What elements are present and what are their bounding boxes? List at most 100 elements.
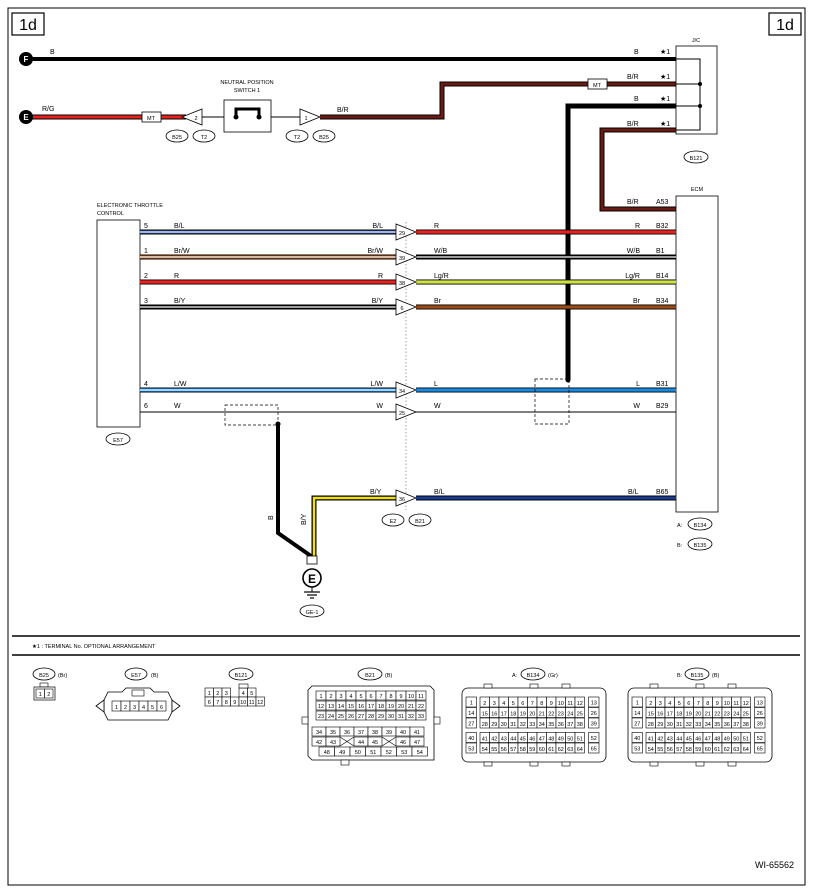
- pin-number: 62: [724, 747, 730, 753]
- b134-view-color: (Gr): [548, 673, 558, 679]
- pin-cell: [411, 746, 428, 757]
- pin-number: 28: [482, 722, 488, 728]
- pin-number: 56: [667, 747, 673, 753]
- signal-row-etc-pin: 5: [144, 223, 148, 230]
- pin-number: 28: [368, 714, 374, 720]
- terminal-f-label: F: [24, 55, 29, 64]
- pin-number: 11: [249, 700, 255, 706]
- page-frame: [7, 7, 806, 886]
- pin-cell: [588, 707, 600, 718]
- terminal-f: [19, 52, 33, 66]
- connector-b25b-tag: [312, 129, 336, 143]
- pin-number: 9: [550, 701, 553, 707]
- pin-number: 9: [399, 694, 402, 700]
- pin-number: 3: [339, 694, 342, 700]
- section-tag-left: 1d: [19, 17, 37, 34]
- pin-number: 6: [160, 705, 163, 711]
- signal-row-junction: [395, 248, 418, 266]
- pin-number: 7: [379, 694, 382, 700]
- pin-number: 23: [318, 714, 324, 720]
- pin-number: 1: [115, 705, 118, 711]
- pin-cell: [465, 742, 477, 754]
- pin-number: 8: [389, 694, 392, 700]
- pin-number: 34: [539, 722, 545, 728]
- pin-number: 34: [316, 730, 322, 736]
- neutral-position-switch: [223, 99, 272, 133]
- pin-number: 17: [368, 704, 374, 710]
- pin-number: 52: [591, 736, 597, 742]
- pin-number: 21: [705, 711, 711, 717]
- pin-number: 4: [242, 691, 245, 697]
- pin-number: 46: [695, 736, 701, 742]
- pin-number: 44: [676, 736, 682, 742]
- pin-number: 59: [529, 747, 535, 753]
- ground-row-junction: [395, 489, 418, 507]
- pin-number: 2: [124, 705, 127, 711]
- e57-view-ear-right: [171, 699, 181, 713]
- pin-number: 16: [358, 704, 364, 710]
- pin-cell: [754, 717, 766, 729]
- pin-number: 41: [648, 736, 654, 742]
- pin-number: 65: [591, 747, 597, 753]
- pin-cell: [740, 707, 751, 718]
- pin-number: 13: [591, 701, 597, 707]
- pin-number: 53: [634, 747, 640, 753]
- pin-number: 51: [743, 736, 749, 742]
- signal-row-etc-color: R: [174, 273, 179, 280]
- connector-key: [695, 683, 705, 689]
- connector-key: [695, 761, 705, 767]
- jc-label: J/C: [692, 38, 700, 44]
- mt-tag-2-label: MT: [593, 83, 602, 89]
- pin-number: 45: [686, 736, 692, 742]
- nps-label-2: SWITCH 1: [234, 88, 260, 94]
- b21-view-ear-right: [433, 716, 441, 725]
- signal-row-ecm-color: Br: [633, 298, 641, 305]
- etc-connector-tag: [105, 432, 131, 446]
- connector-key: [649, 761, 659, 767]
- pin-cell: [754, 707, 766, 718]
- pin-number: 58: [686, 747, 692, 753]
- pin-number: 23: [558, 711, 564, 717]
- wire-ground-by: [312, 496, 396, 556]
- pin-cell: [740, 696, 751, 708]
- pin-number: 5: [512, 701, 515, 707]
- pin-number: 18: [378, 704, 384, 710]
- pin-number: 29: [378, 714, 384, 720]
- signal-row-junction-pin: 29: [399, 231, 405, 237]
- pin-cell: [415, 710, 427, 721]
- connector-b25-id: B25: [172, 135, 182, 141]
- b121-view-key: [238, 683, 249, 689]
- pin-number: 4: [502, 701, 505, 707]
- pin-number: 25: [577, 711, 583, 717]
- pin-number: 47: [414, 740, 420, 746]
- pin-number: 16: [657, 711, 663, 717]
- conn-e2-tag: [381, 513, 405, 527]
- wire-e-color: R/G: [42, 106, 54, 113]
- signal-row-etc-color: B/Y: [174, 298, 186, 305]
- terminal-e: [19, 110, 33, 124]
- jc4-star: ★1: [660, 120, 670, 128]
- pin-number: 5: [678, 701, 681, 707]
- pin-number: 40: [400, 730, 406, 736]
- pin-number: 1: [636, 701, 639, 707]
- signal-row-etc-pin: 4: [144, 381, 148, 388]
- pin-cell: [631, 717, 643, 729]
- pin-number: 58: [520, 747, 526, 753]
- e57-view-key: [131, 689, 145, 697]
- pin-number: 19: [686, 711, 692, 717]
- pin-number: 44: [358, 740, 364, 746]
- pin-number: 35: [548, 722, 554, 728]
- pin-number: 46: [400, 740, 406, 746]
- b25-view-key: [39, 682, 49, 688]
- pin-number: 31: [676, 722, 682, 728]
- pin-number: 3: [493, 701, 496, 707]
- pin-cell: [740, 717, 751, 729]
- signal-row-ecm-color: Lg/R: [625, 273, 640, 280]
- pin-number: 12: [257, 700, 263, 706]
- pin-cell: [367, 736, 383, 747]
